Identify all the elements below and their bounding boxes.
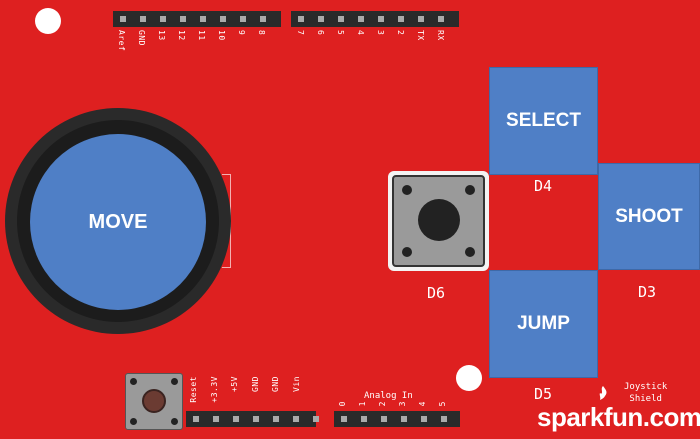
sparkfun-flame-icon (598, 385, 608, 400)
pin-label: RX (436, 30, 445, 41)
joystick-cap[interactable]: MOVE (30, 134, 206, 310)
pin-label: 2 (396, 30, 405, 36)
pin-label: 11 (197, 30, 206, 41)
pin-label-d5: D5 (534, 385, 553, 403)
pin-label-d3: D3 (638, 283, 657, 301)
pin-label: Vin (291, 376, 301, 392)
jump-button[interactable]: JUMP (489, 270, 598, 378)
shoot-label: SHOOT (615, 205, 683, 227)
sparkfun-logo: sparkfun.com (537, 402, 700, 432)
bottom-header-power (186, 411, 319, 427)
pin-label: 13 (157, 30, 166, 41)
pin-label-d6: D6 (427, 284, 446, 302)
pin-label-d4: D4 (534, 177, 553, 195)
pin-label: 5 (336, 30, 345, 36)
joystick-label: MOVE (88, 210, 148, 233)
pin-label: 0 (338, 401, 347, 407)
pin-label: 4 (418, 401, 427, 407)
pin-label: 6 (316, 30, 325, 36)
reset-button[interactable] (125, 373, 183, 430)
pin-label: GND (271, 376, 280, 392)
analog-in-label: Analog In (364, 391, 413, 401)
mounting-hole-top-left (35, 8, 61, 34)
pin-label: 8 (257, 30, 266, 36)
pin-label: GND (250, 376, 260, 392)
pin-label: 3 (398, 401, 407, 407)
jump-label: JUMP (517, 313, 570, 334)
pin-label: GND (137, 30, 146, 46)
pin-label: 1 (358, 401, 367, 407)
shield-name-line1: Joystick (624, 382, 668, 392)
pin-label: 4 (356, 30, 365, 36)
select-label: SELECT (506, 110, 581, 131)
bottom-header-analog (334, 411, 460, 427)
pushbutton-body (392, 175, 485, 267)
pin-label: Reset (189, 376, 198, 403)
top-header-right (291, 11, 459, 27)
mounting-hole-bottom (456, 365, 482, 391)
pin-label: 7 (296, 30, 305, 36)
pin-label: Aref (117, 30, 126, 52)
pin-label: 10 (217, 30, 226, 41)
shield-name-line2: Shield (629, 394, 662, 404)
pin-label: 9 (237, 30, 246, 36)
pushbutton-knob[interactable] (418, 199, 460, 241)
center-pushbutton[interactable] (388, 171, 489, 271)
joystick[interactable]: MOVE (5, 108, 231, 334)
pin-label: +5V (230, 376, 239, 392)
pin-label: TX (416, 30, 425, 41)
pin-label: 12 (177, 30, 186, 41)
select-button[interactable]: SELECT (489, 67, 598, 175)
pin-label: 2 (378, 401, 387, 407)
shield-name: Joystick Shield (624, 381, 667, 405)
top-header-left (113, 11, 281, 27)
reset-knob[interactable] (142, 389, 166, 413)
pin-label: 5 (438, 401, 447, 407)
pin-label: 3 (376, 30, 385, 36)
shoot-button[interactable]: SHOOT (598, 163, 700, 270)
pin-label: +3.3V (209, 376, 219, 403)
